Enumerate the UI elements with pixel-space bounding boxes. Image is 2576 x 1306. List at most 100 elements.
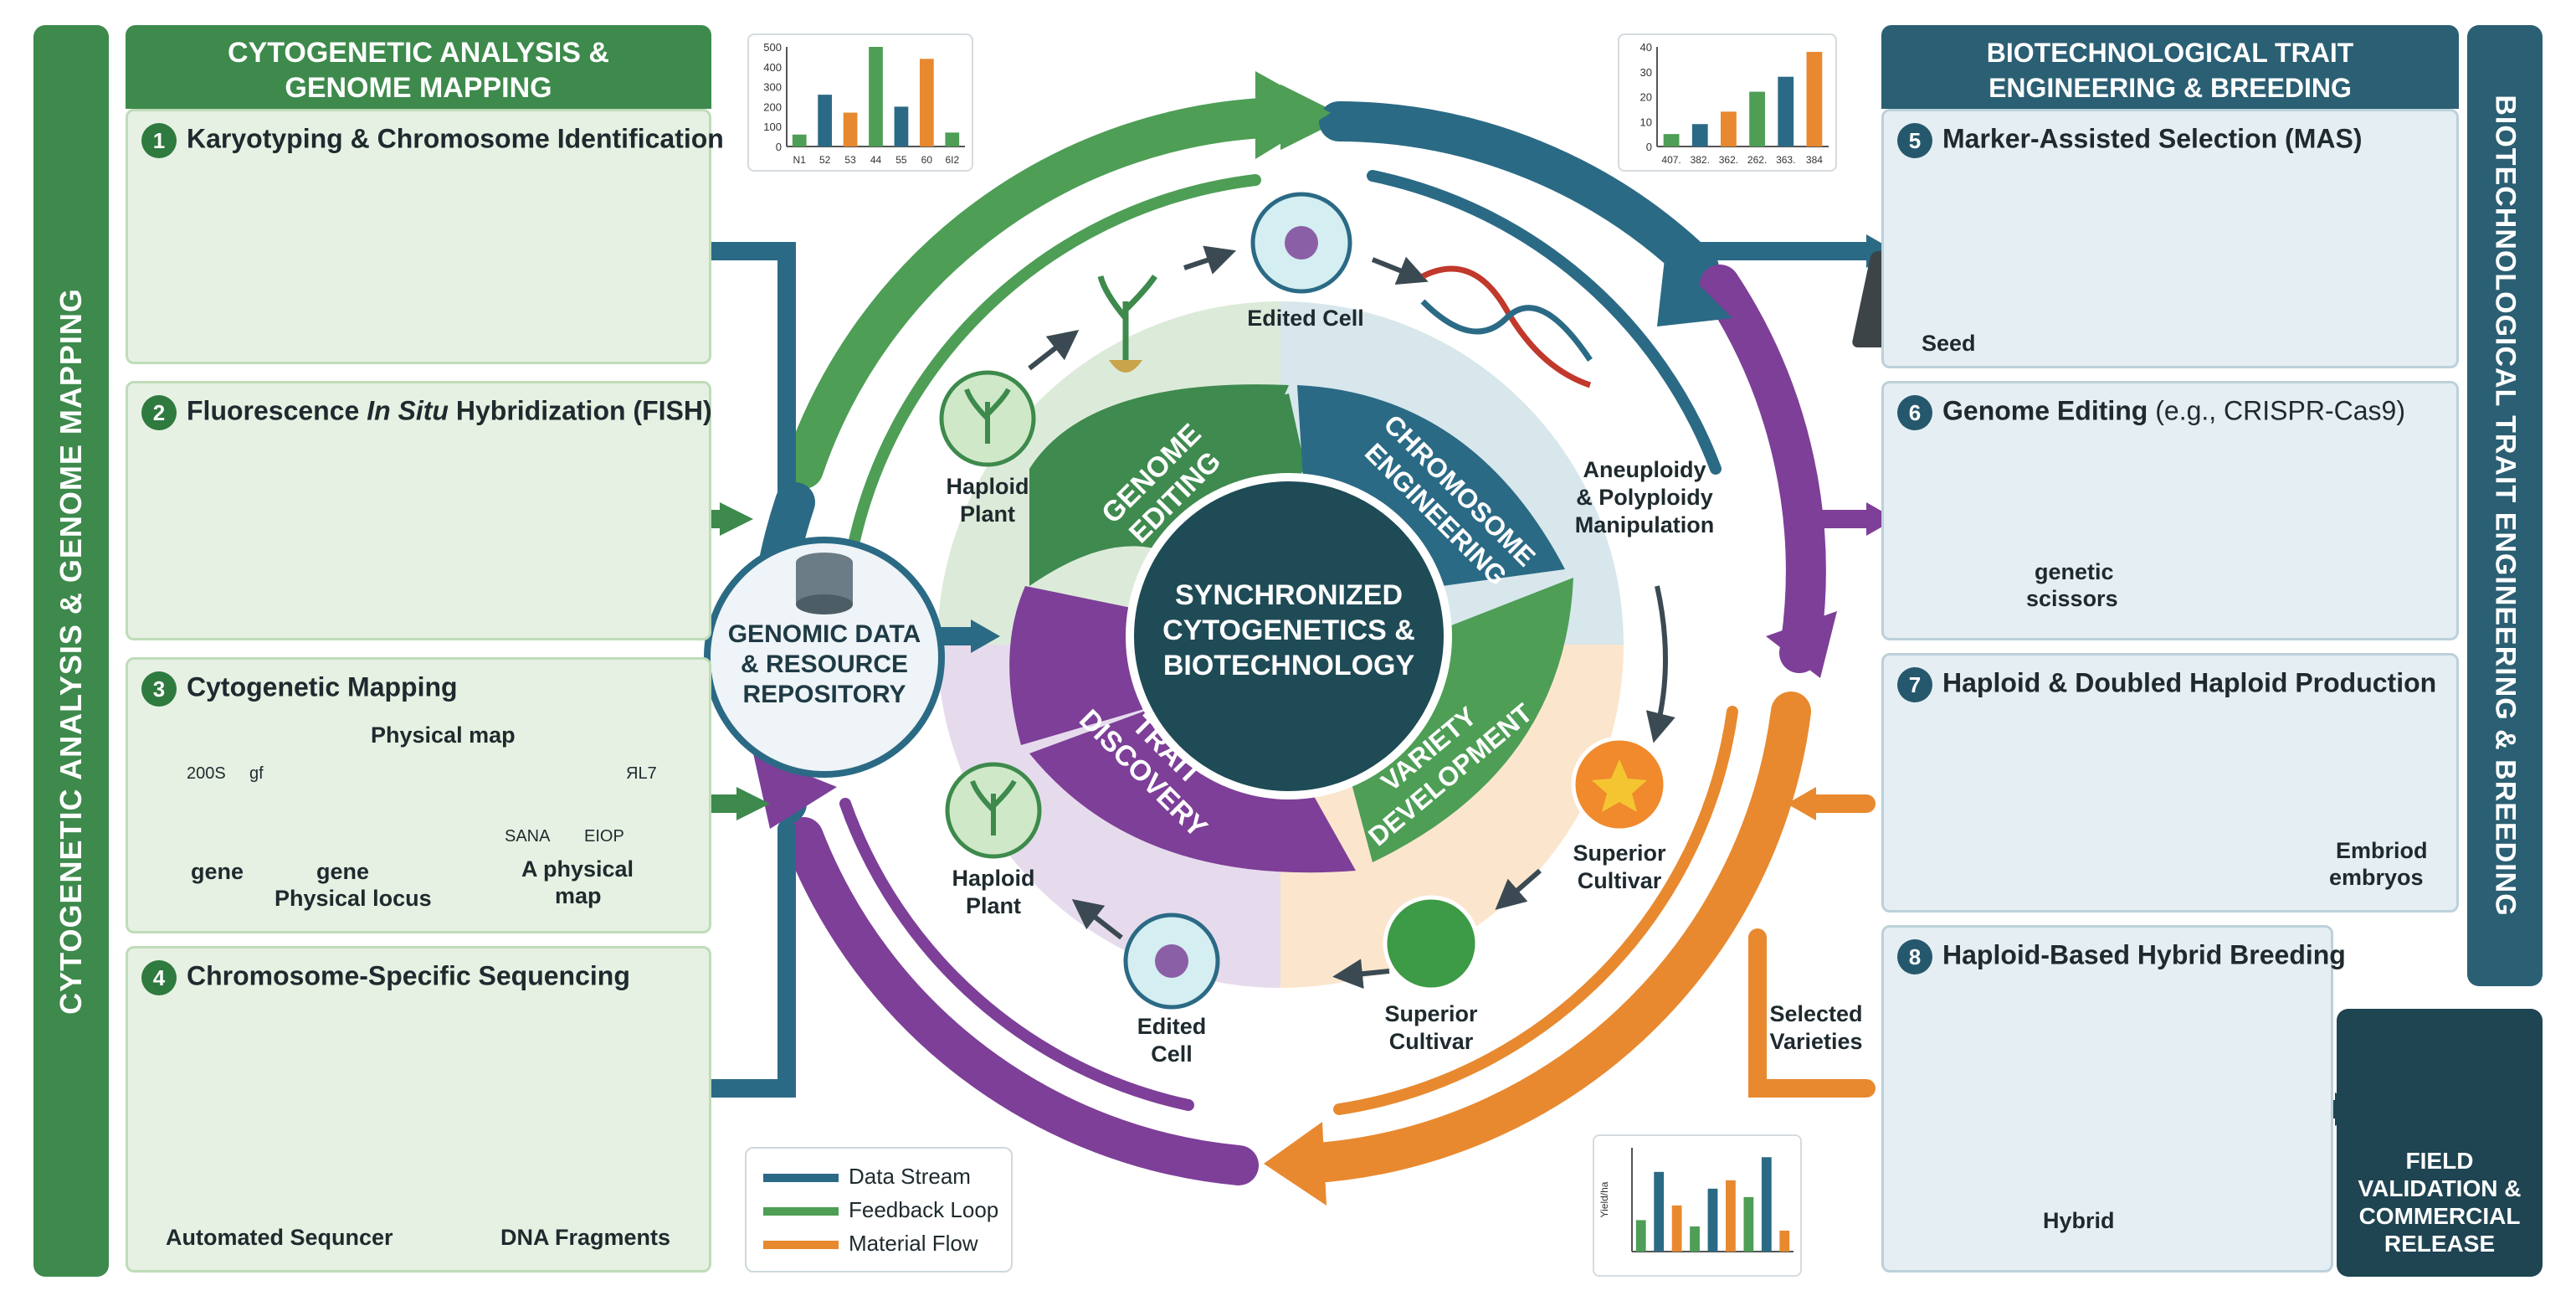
y-tick-label: 20: [1640, 91, 1652, 104]
tick-right-label: ЯL7: [626, 764, 657, 783]
seed-label: Seed: [1922, 331, 1976, 356]
right-header-line2: ENGINEERING & BREEDING: [1988, 73, 2352, 103]
embriod-label: Embriod: [2336, 838, 2428, 863]
left-header-line1: CYTOGENETIC ANALYSIS &: [228, 37, 609, 69]
bar: [1690, 1226, 1700, 1252]
bar: [843, 112, 858, 147]
bar: [1671, 1205, 1682, 1252]
arrow-heads: [753, 71, 1837, 1206]
left-side-banner: CYTOGENETIC ANALYSIS & GENOME MAPPING: [33, 25, 109, 1277]
x-tick-label: 55: [895, 154, 907, 166]
legend-feedback-swatch: [763, 1207, 839, 1216]
sequencing-panel: 4 Chromosome-Specific Sequencing Automate…: [126, 946, 711, 1273]
field-line2: VALIDATION &: [2358, 1175, 2522, 1201]
bar: [1654, 1171, 1665, 1252]
bar: [919, 59, 934, 147]
cycle-arrows: [1028, 245, 1675, 990]
y-tick-label: 0: [776, 141, 782, 153]
haploid-production-title-text: Haploid & Doubled Haploid Production: [1942, 667, 2437, 698]
step-4-badge: 4: [141, 960, 177, 995]
haploid2b: Plant: [965, 893, 1021, 918]
x-tick-label: 362.: [1719, 154, 1738, 166]
step-1-badge: 1: [141, 123, 177, 158]
x-tick-label: 60: [921, 154, 933, 166]
bar: [1761, 1157, 1772, 1252]
bar: [1663, 134, 1680, 147]
right-header: BIOTECHNOLOGICAL TRAIT ENGINEERING & BRE…: [1881, 25, 2459, 109]
sana-label: SANA: [505, 827, 551, 846]
haploid-plant-top: Haploid Plant: [937, 473, 1038, 528]
aneuploidy-label: Aneuploidy & Polyploidy Manipulation: [1548, 456, 1741, 539]
repository-label: GENOMIC DATA & RESOURCE REPOSITORY: [716, 620, 933, 710]
field-validation-box: FIELD VALIDATION & COMMERCIAL RELEASE: [2337, 1009, 2543, 1277]
repo-line3: REPOSITORY: [742, 681, 906, 708]
tick-left-label: 200S: [187, 764, 226, 783]
bar: [945, 132, 960, 147]
x-tick-label: 384: [1806, 154, 1823, 166]
step-6-badge: 6: [1897, 395, 1932, 430]
bar: [1806, 51, 1823, 147]
y-tick-label: 10: [1640, 116, 1652, 128]
karyotyping-title: 1 Karyotyping & Chromosome Identification: [141, 123, 724, 158]
haploid1b: Plant: [959, 501, 1015, 527]
sup1b: Cultivar: [1577, 868, 1662, 893]
legend-feedback-loop: Feedback Loop: [763, 1197, 998, 1223]
legend: Data Stream Feedback Loop Material Flow: [745, 1147, 1013, 1273]
x-tick-label: 382.: [1691, 154, 1710, 166]
y-tick-label: 100: [763, 121, 782, 133]
bar: [792, 134, 807, 147]
legend-material-flow: Material Flow: [763, 1231, 978, 1257]
aneu-1: Aneuploidy: [1583, 457, 1706, 482]
selected-2: Varieties: [1769, 1029, 1863, 1054]
y-tick-label: 200: [763, 100, 782, 113]
cycle-icons: [939, 192, 1668, 1010]
y-tick-label: 0: [1646, 141, 1652, 153]
mini-chart-3: Yield/ha: [1593, 1134, 1802, 1277]
karyotyping-panel: 1 Karyotyping & Chromosome Identification: [126, 109, 724, 364]
x-tick-label: 52: [819, 154, 831, 166]
y-tick-label: 40: [1640, 41, 1652, 54]
a-physical-map-label: map: [555, 883, 602, 908]
bar: [1721, 111, 1737, 147]
physical-map-label: Physical map: [371, 722, 516, 748]
fish-title-c: Hybridization (FISH): [448, 395, 712, 426]
bar: [818, 95, 833, 147]
step-2-badge: 2: [141, 395, 177, 430]
mas-title-text: Marker-Assisted Selection (MAS): [1942, 123, 2363, 154]
dna-helix-center: [1420, 265, 1593, 388]
field-line3: COMMERCIAL: [2358, 1203, 2521, 1229]
x-tick-label: 363.: [1776, 154, 1795, 166]
tick-gf-label: gf: [249, 764, 264, 783]
sequencing-title-text: Chromosome-Specific Sequencing: [187, 960, 630, 991]
core-line2: CYTOGENETICS &: [1162, 614, 1415, 646]
repo-line1: GENOMIC DATA: [727, 620, 921, 648]
field-line1: FIELD: [2405, 1148, 2474, 1174]
right-header-line1: BIOTECHNOLOGICAL TRAIT: [1986, 38, 2354, 68]
selected-varieties-label: Selected Varieties: [1758, 1000, 1875, 1056]
fragments-label: DNA Fragments: [500, 1225, 671, 1250]
bar: [1635, 1220, 1646, 1252]
sup2b: Cultivar: [1388, 1029, 1474, 1054]
gene-label-2: gene: [316, 859, 370, 884]
karyotyping-title-text: Karyotyping & Chromosome Identification: [187, 123, 724, 154]
haploid-plant-bottom: Haploid Plant: [943, 865, 1044, 920]
repo-line2: & RESOURCE: [740, 650, 909, 678]
sequencer-label: Automated Sequncer: [166, 1225, 393, 1250]
x-tick-label: N1: [793, 154, 807, 166]
legend-data-text: Data Stream: [849, 1164, 971, 1189]
scissors-label-1: genetic: [2035, 559, 2114, 584]
bar: [1778, 76, 1794, 147]
y-tick-label: 400: [763, 61, 782, 74]
bar: [1691, 124, 1708, 147]
right-side-title: BIOTECHNOLOGICAL TRAIT ENGINEERING & BRE…: [2489, 95, 2522, 917]
scissors-label-2: scissors: [2026, 586, 2118, 611]
bar: [1726, 1180, 1736, 1252]
